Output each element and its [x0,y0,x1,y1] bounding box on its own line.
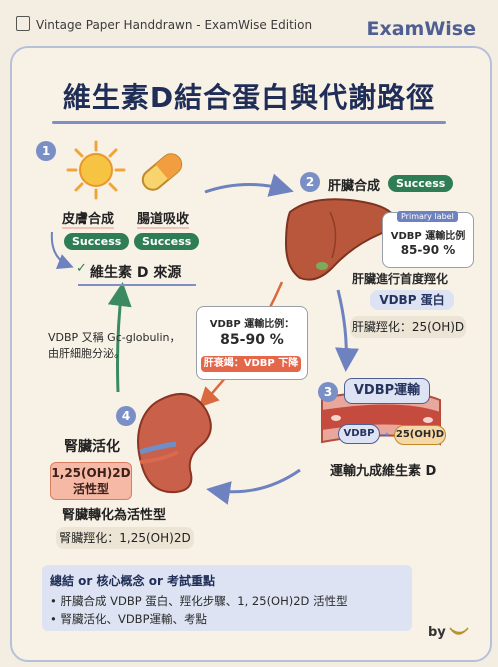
kidney-activation-title: 腎臟活化 [64,439,120,455]
transport-caption: 運輸九成維生素 D [330,464,437,479]
arrow-sources-merge [50,231,74,269]
liver-success-badge: Success [388,175,454,192]
liver-icon [284,198,395,281]
skin-synthesis-label: 皮膚合成 [62,208,115,229]
ratio-value: 85-90 % [400,243,456,257]
liver-result: 肝臟羥化：25(OH)D [350,316,466,338]
summary-panel: 總結 or 核心概念 or 考試重點 • 肝臟合成 VDBP 蛋白、羥化步驟、1… [42,565,412,631]
paper-icon [16,16,30,31]
source-underline [78,284,196,286]
carrier-arrow-icon: → [380,428,390,441]
sun-icon [66,140,126,200]
summary-heading: 總結 or 核心概念 or 考試重點 [50,574,216,588]
top-note-text: Vintage Paper Handdrawn - ExamWise Editi… [36,18,313,32]
kidney-icon [137,392,212,494]
side-note-line1: VDBP 又稱 Gc-globulin， [48,331,181,344]
gut-success-badge: Success [134,233,200,250]
liver-failure-warning: 肝衰竭：VDBP 下降 [201,356,301,372]
title-underline [52,121,446,124]
arrow-1-to-2 [204,173,294,197]
step-4-number: 4 [116,406,136,426]
step-2-number: 2 [300,172,320,192]
skin-success-badge: Success [64,233,130,250]
cargo-chip: 25(OH)D [394,425,446,445]
primary-label-tag: Primary label [397,211,458,222]
hydroxylation-label: 肝臟進行首度羥化 [352,272,449,286]
arrow-3-to-4 [206,468,301,505]
top-note: Vintage Paper Handdrawn - ExamWise Editi… [16,16,312,32]
arrow-2-to-3 [335,289,359,372]
capsule-icon [141,153,183,191]
check-icon: ✓ [76,261,87,276]
active-form-line2: 活性型 [72,482,109,496]
center-ratio-value: 85-90 % [220,332,284,348]
vdbp-protein-chip: VDBP 蛋白 [370,290,454,310]
vitamin-d-source-label: 維生素 D 來源 [90,265,182,281]
ratio-label: VDBP 運輸比例 [390,231,466,242]
active-form-box: 1,25(OH)2D 活性型 [50,462,132,500]
banana-icon [449,627,469,635]
center-ratio-label: VDBP 運輸比例： [209,319,295,330]
active-form-line1: 1,25(OH)2D [51,466,131,480]
kidney-result: 腎臟羥化：1,25(OH)2D [56,527,194,549]
brand-logo: ExamWise [366,18,476,40]
summary-bullet-1: • 肝臟合成 VDBP 蛋白、羥化步驟、1, 25(OH)2D 活性型 [50,594,348,608]
liver-synthesis-title: 肝臟合成 [328,179,381,194]
center-ratio-box: VDBP 運輸比例： 85-90 % 肝衰竭：VDBP 下降 [196,306,308,380]
primary-label-box: Primary label VDBP 運輸比例 85-90 % [382,211,474,268]
gut-absorption-label: 腸道吸收 [137,208,190,229]
vdbp-carrier-chip: VDBP [338,424,380,444]
footer-by: by [428,625,446,640]
page-title: 維生素D結合蛋白與代謝路徑 [62,81,436,114]
side-note-line2: 由肝細胞分泌。 [48,347,125,360]
arrow-4-to-source [107,282,132,393]
summary-bullet-2: • 腎臟活化、VDBP運輸、考點 [50,612,207,626]
step-3-number: 3 [318,382,338,402]
kidney-caption: 腎臟轉化為活性型 [62,508,167,523]
step-1-number: 1 [36,141,56,161]
side-note: VDBP 又稱 Gc-globulin， 由肝細胞分泌。 [48,330,181,362]
vdbp-transport-title: VDBP運輸 [344,378,430,404]
